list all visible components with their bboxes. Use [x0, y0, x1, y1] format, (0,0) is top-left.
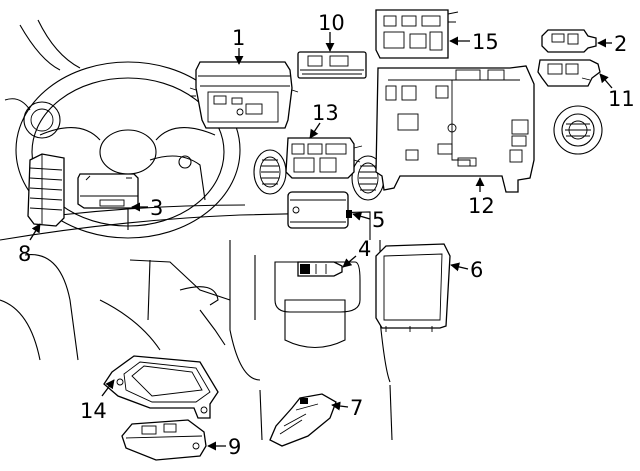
callout-13: 13 [312, 101, 339, 125]
leader-5 [352, 211, 371, 221]
callout-12: 12 [468, 194, 495, 218]
callout-9: 9 [228, 435, 241, 459]
callout-8: 8 [18, 242, 31, 266]
right-vent [553, 105, 603, 155]
callout-1: 1 [232, 26, 245, 50]
part-14-tray [103, 355, 219, 419]
callout-5: 5 [372, 208, 385, 232]
part-7-bracket [269, 393, 337, 447]
leader-lines [29, 32, 613, 451]
part-2-connector [541, 29, 597, 53]
part-15-bracket [375, 9, 459, 59]
part-5-module [287, 191, 352, 229]
part-10-module [297, 51, 367, 79]
callout-15: 15 [472, 30, 499, 54]
part-11-connector [537, 59, 601, 87]
callout-4: 4 [358, 237, 371, 261]
leader-11 [599, 73, 613, 89]
leader-8 [29, 223, 41, 241]
part-9-module [121, 419, 207, 461]
leader-14 [101, 379, 115, 397]
leader-7 [331, 401, 349, 411]
leader-6 [450, 262, 469, 272]
leader-13 [309, 122, 321, 139]
steering-wheel [15, 61, 241, 239]
part-13-module [285, 137, 363, 179]
leader-4 [342, 255, 357, 268]
callout-labels: 1 10 15 2 11 12 13 5 3 8 4 6 14 9 7 [18, 11, 635, 459]
callout-3: 3 [150, 196, 163, 220]
left-vent [23, 101, 61, 139]
callout-2: 2 [614, 32, 627, 56]
part-6-panel [375, 243, 451, 332]
part-8-module [27, 153, 65, 227]
callout-6: 6 [470, 258, 483, 282]
callout-7: 7 [350, 396, 363, 420]
part-1-control-module [189, 61, 299, 129]
callout-10: 10 [318, 11, 345, 35]
callout-11: 11 [608, 87, 635, 111]
callout-14: 14 [80, 399, 107, 423]
part-4-sensor [297, 261, 343, 277]
part-12-panel [375, 65, 535, 193]
part-3-module [77, 173, 139, 209]
